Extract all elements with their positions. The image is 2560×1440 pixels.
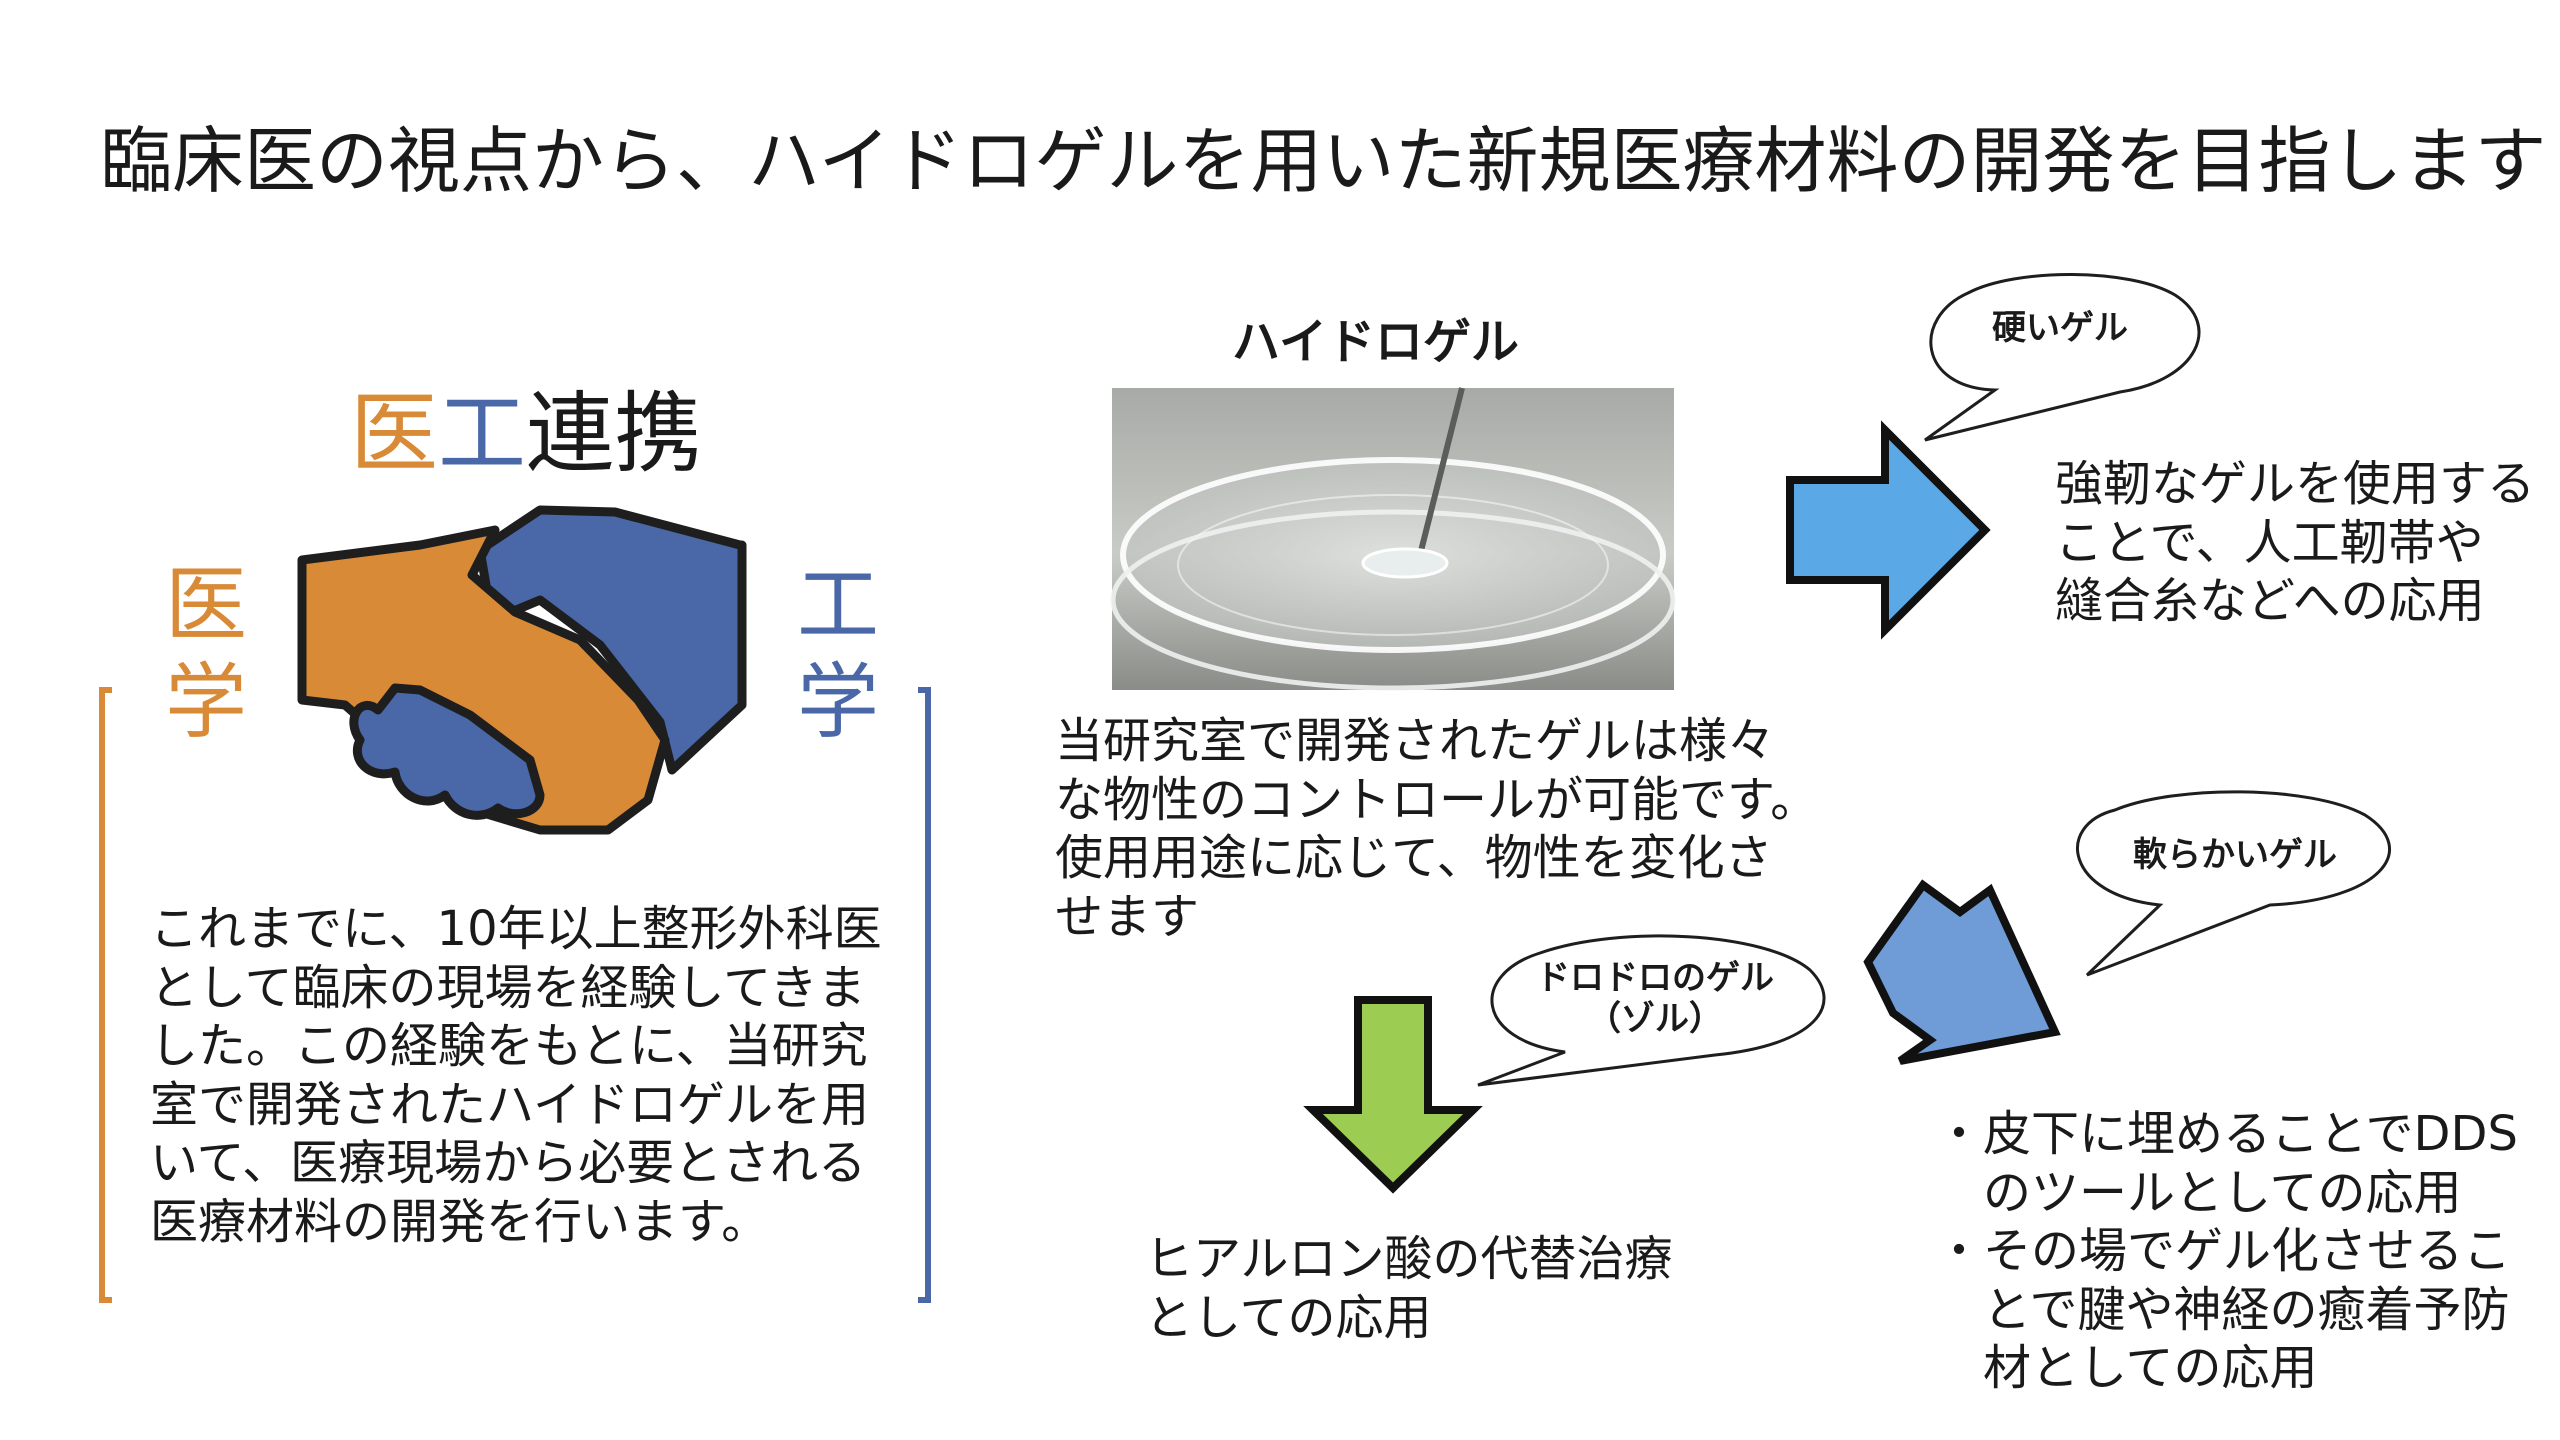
collab-title-rest: 連携 xyxy=(526,382,703,485)
sol-application: ヒアルロン酸の代替治療 としての応用 xyxy=(1145,1230,1673,1347)
sol-line: ヒアルロン酸の代替治療 xyxy=(1145,1231,1673,1287)
hard-gel-arrow xyxy=(1786,420,1991,640)
soft-gel-line: のツールとしての応用 xyxy=(1935,1164,2462,1221)
soft-gel-arrow xyxy=(1863,879,2061,1065)
collab-line: 医療材料の開発を行います。 xyxy=(150,1193,770,1250)
collab-title-eng: 工 xyxy=(438,382,527,485)
medicine-label: 医 学 xyxy=(165,558,247,752)
engineering-char-1: 工 xyxy=(797,558,880,653)
soft-gel-line: 材としての応用 xyxy=(1935,1340,2318,1397)
page-title: 臨床医の視点から、ハイドロゲルを用いた新規医療材料の開発を目指します xyxy=(100,119,2547,203)
collab-line: これまでに、10年以上整形外科医 xyxy=(150,901,882,957)
collab-line: 室で開発されたハイドロゲルを用 xyxy=(150,1076,870,1133)
engineering-label: 工 学 xyxy=(797,558,879,752)
medicine-char-1: 医 xyxy=(165,558,248,653)
collab-title-med: 医 xyxy=(350,382,439,485)
hard-gel-line: ことで、人工靭帯や xyxy=(2055,514,2484,571)
engineering-char-2: 学 xyxy=(797,654,880,750)
soft-gel-line: とで腱や神経の癒着予防 xyxy=(1935,1281,2510,1338)
hard-gel-bubble-text: 硬いゲル xyxy=(1992,308,2128,348)
hard-gel-bubble xyxy=(1924,273,2201,442)
hard-gel-application: 強靭なゲルを使用する ことで、人工靭帯や 縫合糸などへの応用 xyxy=(2055,455,2535,631)
sol-bubble-text: ドロドロのゲル （ゾル） xyxy=(1505,958,1805,1040)
hydrogel-description: 当研究室で開発されたゲルは様々 な物性のコントロールが可能です。 使用用途に応じ… xyxy=(1055,712,1818,946)
soft-gel-bubble-text: 軟らかいゲル xyxy=(2133,835,2337,875)
engineering-bracket xyxy=(918,687,931,1303)
petri-dish-photo xyxy=(1110,387,1676,691)
medicine-char-2: 学 xyxy=(165,654,248,750)
soft-gel-application: ・皮下に埋めることでDDS のツールとしての応用 ・その場でゲル化させるこ とで… xyxy=(1935,1105,2518,1398)
hydrogel-line: 当研究室で開発されたゲルは様々 xyxy=(1055,713,1776,769)
hard-gel-line: 縫合糸などへの応用 xyxy=(2055,573,2485,630)
collab-line: として臨床の現場を経験してきま xyxy=(150,959,866,1016)
soft-gel-bubble xyxy=(2076,790,2391,977)
sol-bubble xyxy=(1477,934,1826,1087)
soft-gel-line: ・皮下に埋めることでDDS xyxy=(1935,1106,2518,1162)
hard-gel-line: 強靭なゲルを使用する xyxy=(2055,456,2536,512)
sol-bubble-line: （ゾル） xyxy=(1587,998,1723,1039)
hydrogel-line: せます xyxy=(1055,888,1200,945)
sol-arrow xyxy=(1303,996,1483,1194)
collab-description: これまでに、10年以上整形外科医 として臨床の現場を経験してきま した。この経験… xyxy=(150,900,882,1251)
hydrogel-line: 使用用途に応じて、物性を変化さ xyxy=(1055,830,1773,887)
handshake-icon xyxy=(297,505,747,835)
soft-gel-line: ・その場でゲル化させるこ xyxy=(1935,1223,2512,1280)
collab-line: いて、医療現場から必要とされる xyxy=(150,1135,867,1192)
hydrogel-label: ハイドロゲル xyxy=(1232,314,1520,370)
hydrogel-line: な物性のコントロールが可能です。 xyxy=(1055,771,1819,828)
sol-line: としての応用 xyxy=(1145,1289,1432,1346)
collab-title: 医工連携 xyxy=(350,390,702,478)
collab-line: した。この経験をもとに、当研究 xyxy=(150,1018,868,1075)
medicine-bracket xyxy=(99,687,112,1303)
sol-bubble-line: ドロドロのゲル xyxy=(1536,958,1774,998)
